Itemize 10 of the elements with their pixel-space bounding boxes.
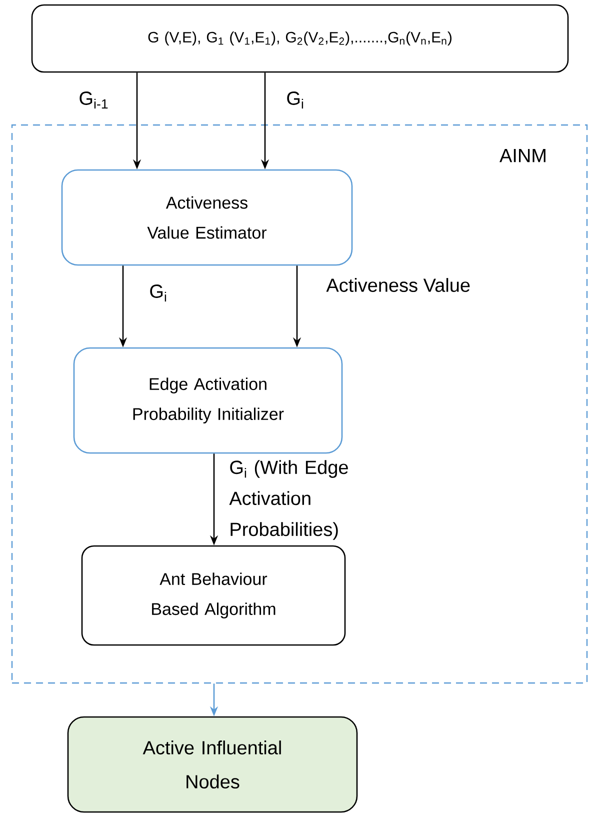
edge-label: G$_{i-1}$: [80, 92, 108, 108]
process-box: Activeness Value Estimator: [61, 169, 353, 266]
edge-label: Activeness Value: [326, 278, 470, 292]
output-box: Active Influential Nodes: [67, 716, 358, 813]
edge-label: G$_{i}$: [287, 92, 304, 108]
edge-label: G$_{i}$ (With Edge Activation Probabilities): [229, 460, 348, 540]
process-box: Ant Behaviour Based Algorithm: [81, 545, 346, 646]
edge-label: G$_{i}$: [150, 284, 166, 302]
process-box: Edge Activation Probability Initializer: [73, 347, 343, 454]
process-box: G (V,E), G$_{1}$ (V$_{1}$,E$_{1}$), G$_{2}$(V$_{2}$,E$_{2}$),.......,G$_{n}$(V$_{n}$,E$_{n}$): [31, 4, 569, 73]
